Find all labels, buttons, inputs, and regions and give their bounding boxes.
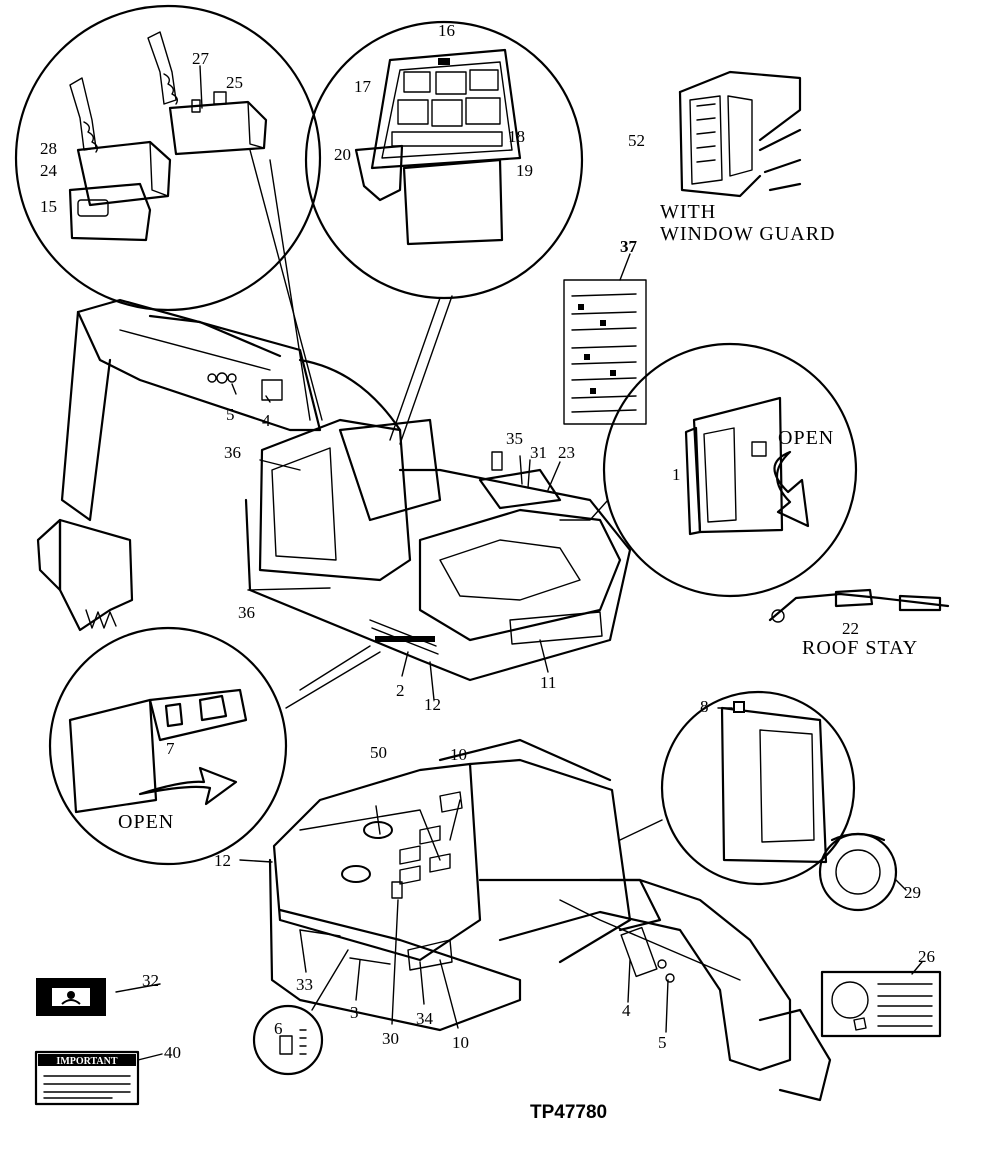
callout-29: 29 (904, 883, 921, 902)
callout-4b: 4 (622, 1001, 631, 1020)
callout-30: 30 (382, 1029, 399, 1048)
callout-34: 34 (416, 1009, 434, 1028)
callout-26: 26 (918, 947, 935, 966)
callout-25: 25 (226, 73, 243, 92)
black-decal-32 (36, 978, 106, 1016)
caption-open-right: OPEN (778, 427, 834, 449)
callout-5a: 5 (226, 405, 235, 424)
callout-2: 2 (396, 681, 405, 700)
detail-circle-control-levers (14, 4, 322, 312)
detail-circle-battery-box (48, 626, 288, 866)
callout-28: 28 (40, 139, 57, 158)
callout-6: 6 (274, 1019, 283, 1038)
callout-numbers: 16 17 18 19 20 27 25 28 24 15 52 37 5 4 … (40, 21, 935, 1062)
caption-with: WITH (660, 201, 716, 223)
callout-32: 32 (142, 971, 159, 990)
callout-15: 15 (40, 197, 57, 216)
rear-excavator-illustration (268, 738, 832, 1102)
detail-circle-decal-6 (252, 949, 349, 1076)
warning-decal-26 (820, 970, 942, 1038)
callout-12b: 12 (214, 851, 231, 870)
callout-19: 19 (516, 161, 533, 180)
roof-stay-illustration (768, 588, 950, 623)
leader-lines-upper (231, 149, 631, 709)
callout-27: 27 (192, 49, 210, 68)
callout-8: 8 (700, 697, 709, 716)
callout-50: 50 (370, 743, 387, 762)
captions: WITH WINDOW GUARD OPEN ROOF STAY OPEN TP… (118, 201, 918, 1123)
important-decal-40: IMPORTANT (34, 1050, 140, 1106)
callout-5b: 5 (658, 1033, 667, 1052)
decal-sheet-37 (563, 279, 647, 425)
callout-23: 23 (558, 443, 575, 462)
callout-36b: 36 (238, 603, 255, 622)
callout-22: 22 (842, 619, 859, 638)
callout-35: 35 (506, 429, 523, 448)
callout-10a: 10 (450, 745, 467, 764)
round-decal-29 (818, 832, 898, 912)
callout-36a: 36 (224, 443, 241, 462)
detail-circle-side-door (602, 342, 858, 598)
callout-37: 37 (620, 237, 638, 256)
callout-7: 7 (166, 739, 175, 758)
callout-40: 40 (164, 1043, 181, 1062)
detail-circle-cab-window (660, 690, 856, 886)
callout-18: 18 (508, 127, 525, 146)
callout-17: 17 (354, 77, 372, 96)
callout-4a: 4 (262, 411, 271, 430)
callout-33: 33 (296, 975, 313, 994)
callout-24: 24 (40, 161, 58, 180)
callout-20: 20 (334, 145, 351, 164)
callout-52: 52 (628, 131, 645, 150)
callout-16: 16 (438, 21, 455, 40)
caption-window-guard: WINDOW GUARD (660, 223, 836, 245)
important-decal-label: IMPORTANT (56, 1056, 117, 1067)
caption-roof-stay: ROOF STAY (802, 637, 918, 659)
caption-open-bottom: OPEN (118, 811, 174, 833)
callout-31: 31 (530, 443, 547, 462)
document-id: TP47780 (530, 1102, 607, 1123)
leader-lines-lower (115, 707, 923, 1061)
callout-12a: 12 (424, 695, 441, 714)
cab-window-guard-illustration (678, 70, 802, 198)
callout-11: 11 (540, 673, 556, 692)
callout-10b: 10 (452, 1033, 469, 1052)
main-excavator-illustration (36, 298, 632, 682)
detail-circle-monitor-panel (304, 20, 584, 300)
callout-1: 1 (672, 465, 681, 484)
callout-3: 3 (350, 1003, 359, 1022)
